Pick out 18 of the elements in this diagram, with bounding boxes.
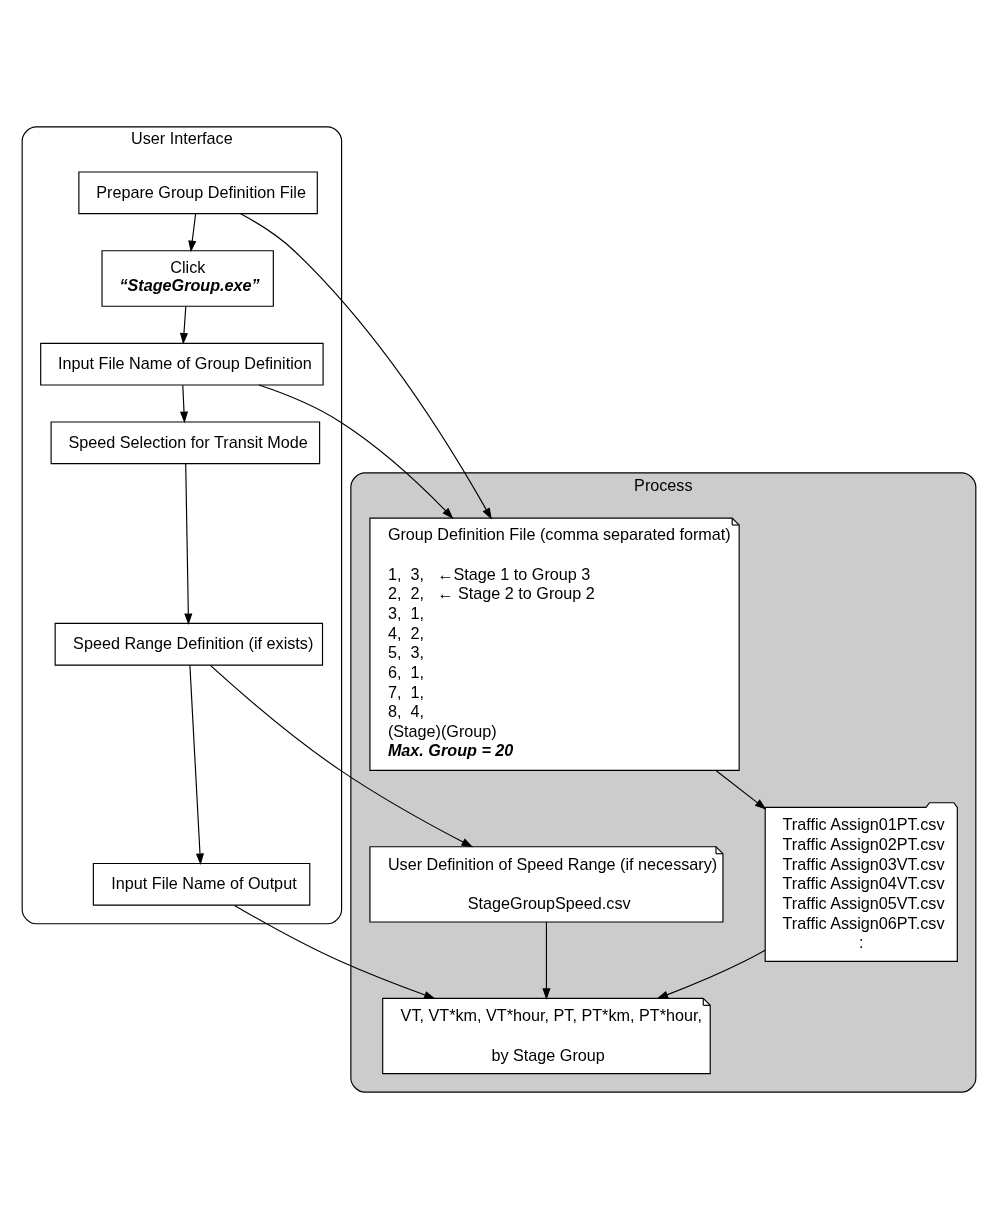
node-box: Click “StageGroup.exe” [101, 250, 274, 307]
arrow [179, 305, 189, 345]
arrow [240, 213, 492, 520]
arrow [184, 463, 193, 626]
arrow [179, 384, 189, 424]
arrow [258, 384, 454, 519]
arrow [542, 921, 551, 1000]
arrow [209, 664, 474, 848]
arrow [188, 213, 197, 253]
arrow [189, 664, 204, 865]
node-box: Prepare Group Definition File [78, 171, 318, 215]
node-box: Input File Name of Output [92, 862, 311, 906]
arrow [233, 904, 436, 999]
node-box: Speed Range Definition (if exists) [54, 622, 324, 666]
node-box: Speed Selection for Transit Mode [50, 421, 321, 465]
arrow [715, 770, 767, 810]
arrow [656, 949, 766, 999]
node-box: Input File Name of Group Definition [40, 342, 324, 386]
